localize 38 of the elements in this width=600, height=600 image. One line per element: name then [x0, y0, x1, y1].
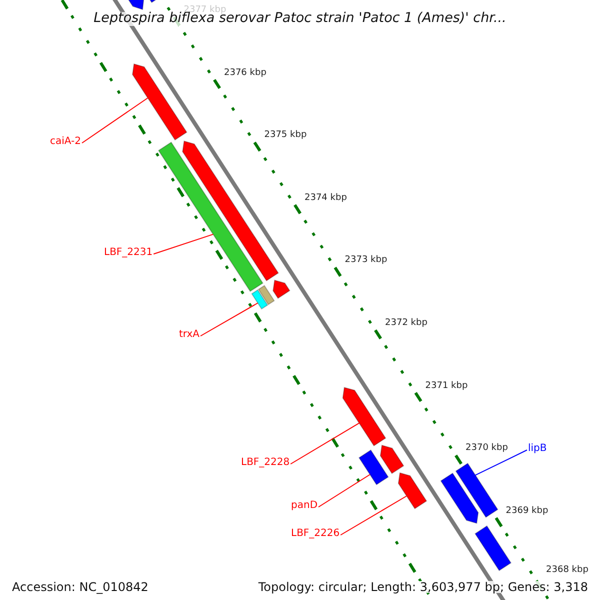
gene-block: [455, 462, 498, 518]
leader-line: [474, 450, 528, 476]
tick-label: 2374 kbp: [304, 194, 347, 203]
gene-block: [272, 280, 290, 299]
tick-label: 2375 kbp: [264, 131, 307, 140]
gene-label: lipB: [528, 444, 547, 454]
gene-block: [342, 386, 386, 446]
leader-line: [153, 234, 214, 254]
tick-label: 2370 kbp: [466, 444, 508, 454]
tick-label: 2372 kbp: [385, 318, 428, 328]
footer-text: Accession: NC_010842: [10, 581, 150, 593]
gene-label: panD: [291, 501, 318, 511]
leader-line: [318, 474, 370, 508]
gene-block: [440, 472, 479, 524]
gene-block: [182, 140, 279, 282]
gene-block: [158, 142, 264, 292]
tick-label: 2376 kbp: [224, 68, 266, 78]
gene-label: LBF_2228: [241, 458, 290, 468]
leader-line: [340, 496, 408, 536]
tick-label: 2368 kbp: [546, 566, 588, 576]
tick-label: 2369 kbp: [506, 506, 548, 516]
tick-label: 2373 kbp: [344, 256, 388, 266]
leader-line: [82, 98, 148, 144]
gene-block: [258, 284, 275, 306]
gene-label: caiA-2: [50, 137, 81, 147]
gene-block: [358, 449, 389, 486]
leader-line: [290, 422, 360, 464]
gene-block: [474, 525, 512, 572]
gene-block: [132, 63, 188, 141]
tick-label: 2371 kbp: [425, 382, 468, 390]
gene-label: trxA: [179, 330, 200, 340]
gene-label: LBF_2231: [104, 248, 153, 258]
gene-block: [398, 472, 428, 510]
gene-label: LBF_2226: [291, 529, 340, 539]
leader-line: [200, 302, 258, 336]
footer-text: Topology: circular; Length: 3,603,977 bp; Genes: 3,318: [256, 581, 590, 593]
gene-block: [251, 289, 268, 310]
gene-block: [380, 444, 404, 474]
